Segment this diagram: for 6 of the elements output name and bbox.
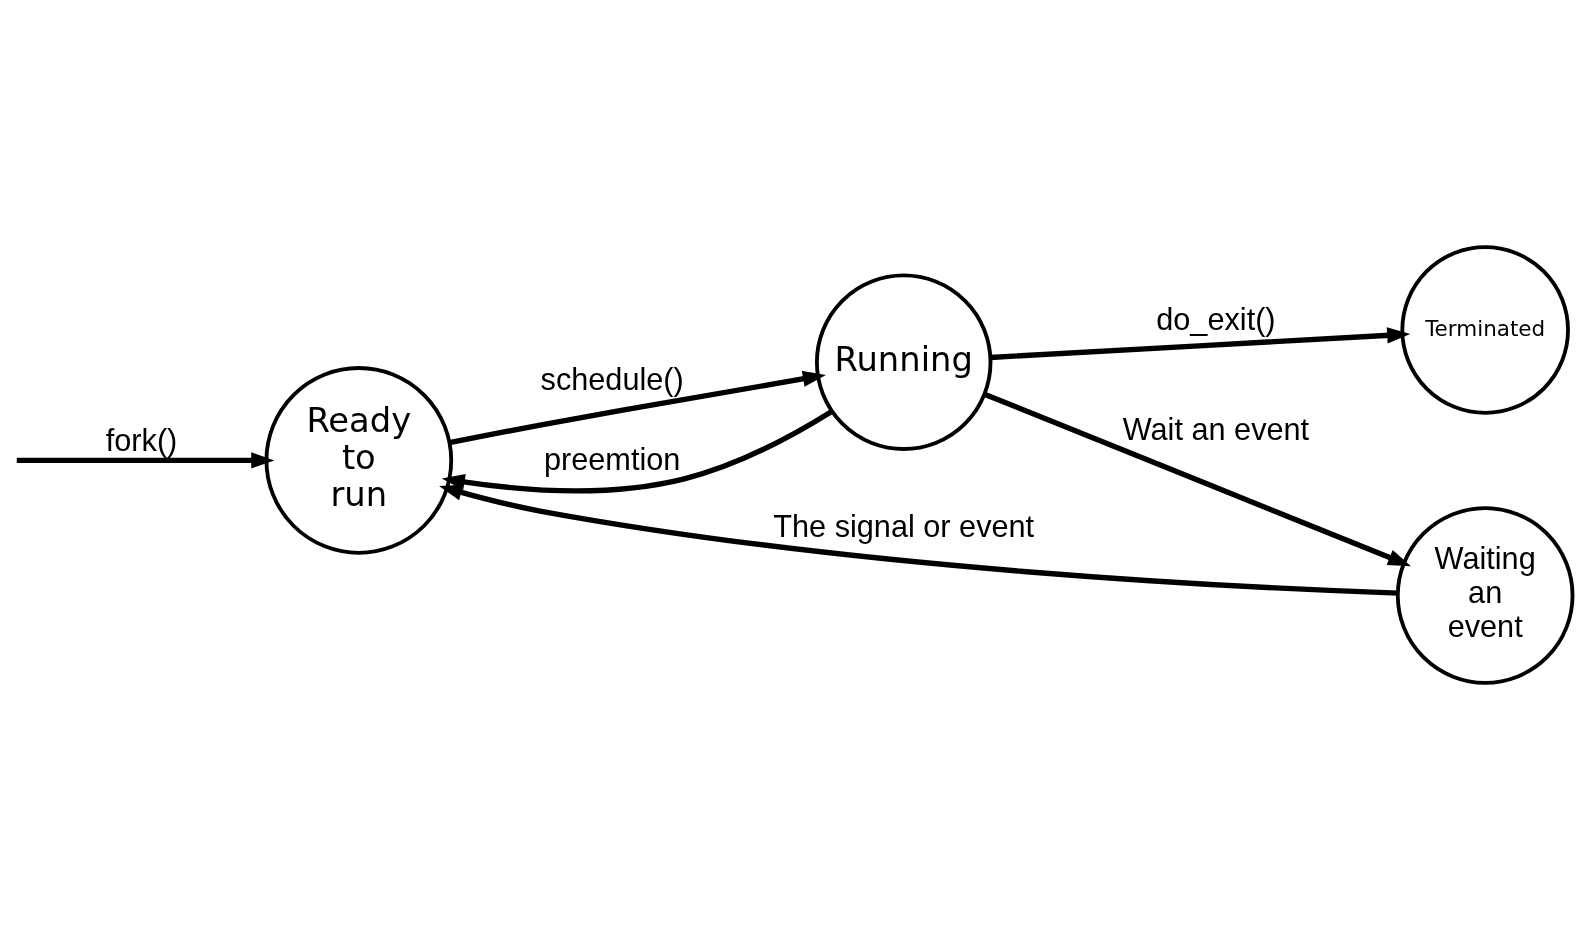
edge-label: schedule()	[540, 361, 684, 397]
edge-label: preemtion	[543, 441, 681, 477]
edge-label: The signal or event	[773, 509, 1035, 545]
edge-label: do_exit()	[1156, 301, 1276, 337]
edge-label: fork()	[105, 423, 178, 459]
edge-label: Wait an event	[1122, 412, 1310, 448]
